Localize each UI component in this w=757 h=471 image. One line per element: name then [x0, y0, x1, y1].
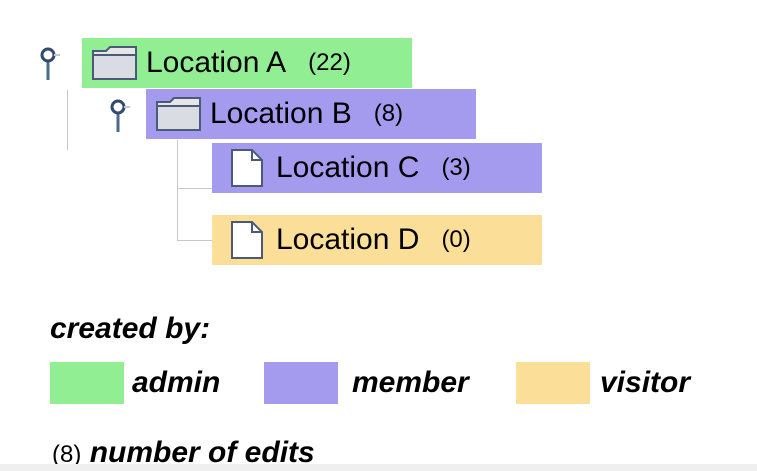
edit-count: (22): [308, 49, 351, 76]
legend-swatch-member: [264, 362, 338, 404]
edit-count: (0): [441, 226, 471, 253]
legend-swatch-visitor: [516, 362, 590, 404]
edit-count: (3): [441, 154, 471, 181]
tree-line: [67, 90, 68, 150]
expand-handle-icon[interactable]: [108, 98, 130, 132]
legend-title: created by:: [50, 312, 211, 345]
legend-footnote: (8) number of edits: [52, 436, 315, 470]
file-icon: [220, 220, 270, 260]
expand-handle-icon[interactable]: [38, 46, 60, 80]
tree-line: [177, 240, 217, 241]
file-icon: [220, 148, 270, 188]
tree-node-location-a[interactable]: Location A (22): [82, 38, 412, 88]
legend-label-member: member: [352, 366, 469, 399]
tree-node-location-b[interactable]: Location B (8): [146, 89, 476, 139]
folder-icon: [90, 43, 140, 83]
footnote-count-example: (8): [52, 441, 82, 468]
tree-line: [177, 140, 178, 240]
tree-node-location-d[interactable]: Location D (0): [212, 215, 542, 265]
folder-icon: [154, 94, 204, 134]
edit-count: (8): [373, 100, 404, 127]
tree-node-location-c[interactable]: Location C (3): [212, 143, 542, 193]
tree-row-location-d: Location D (0): [0, 215, 560, 265]
tree-node-label: Location C: [276, 151, 420, 184]
bottom-strip: [0, 464, 757, 471]
tree-row-location-c: Location C (3): [0, 143, 560, 193]
tree-line: [177, 188, 217, 189]
legend-label-visitor: visitor: [600, 366, 691, 399]
footnote-text: number of edits: [89, 436, 315, 469]
tree-node-label: Location B: [210, 97, 352, 130]
tree-node-label: Location D: [276, 223, 420, 256]
legend-swatch-admin: [50, 362, 124, 404]
tree-row-location-b: Location B (8): [0, 89, 490, 139]
tree-row-location-a: Location A (22): [0, 38, 420, 88]
legend-label-admin: admin: [132, 366, 221, 399]
tree-node-label: Location A: [146, 46, 287, 79]
